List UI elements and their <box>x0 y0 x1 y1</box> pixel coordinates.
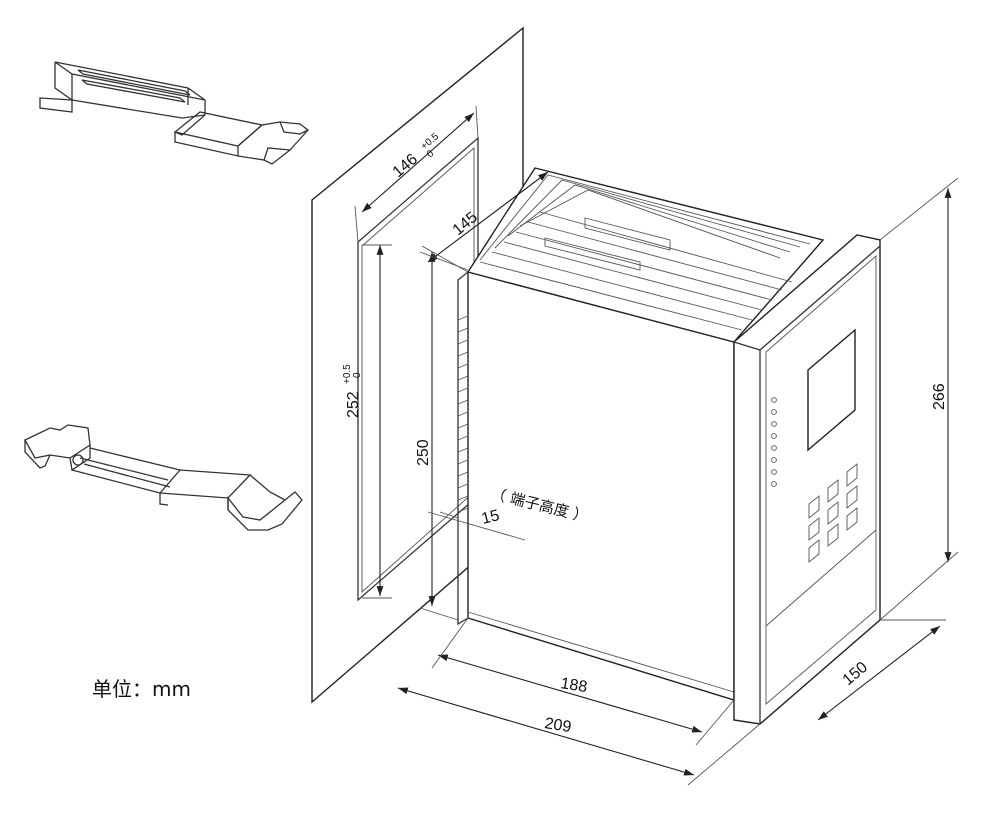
dim-body-depth: 188 <box>559 675 588 696</box>
lcd-screen <box>807 328 856 452</box>
dim-panel-height: 266 <box>931 383 948 410</box>
dim-cutout-height: 252 <box>345 391 362 418</box>
dim-panel-width: 150 <box>840 659 871 689</box>
upper-mounting-bracket <box>39 61 309 165</box>
dim-total-depth: 209 <box>543 715 572 736</box>
keypad <box>808 463 858 563</box>
indicator-leds <box>771 397 777 487</box>
dim-cutout-height-tol-upper: +0.5 <box>342 364 353 384</box>
dim-case-height: 250 <box>415 439 432 466</box>
unit-label: 单位：mm <box>92 677 191 701</box>
dim-cutout-height-tol-lower: 0 <box>352 372 363 378</box>
dim-cutout-width-tol-lower: 0 <box>425 148 437 160</box>
front-panel <box>733 234 881 725</box>
lower-mounting-bracket <box>24 424 303 531</box>
dim-terminal-height: 15 <box>480 507 501 528</box>
dimension-lines <box>354 105 959 786</box>
